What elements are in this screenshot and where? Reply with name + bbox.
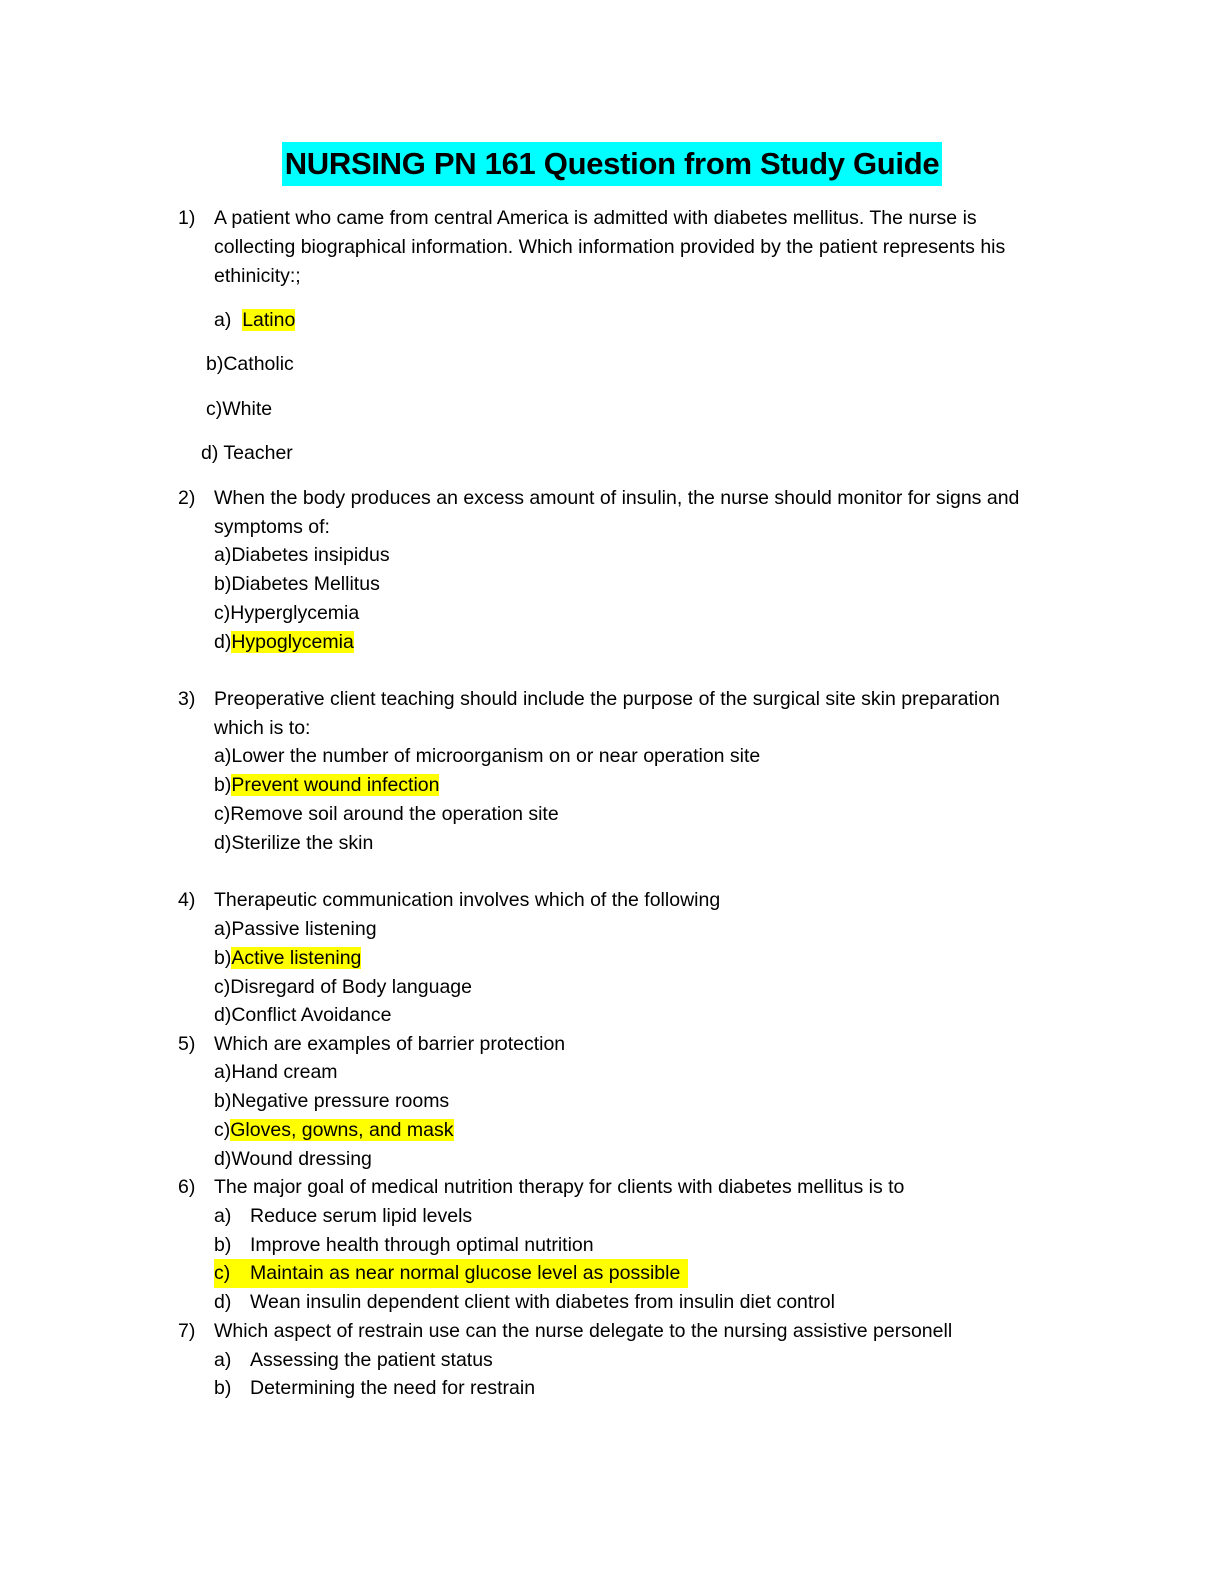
option-text: Lower the number of microorganism on or … [231, 745, 761, 767]
option-text: White [222, 398, 273, 420]
answer-option: d) Teacher [201, 439, 293, 468]
question-text-line: Preoperative client teaching should incl… [214, 688, 1000, 710]
answer-option: b)Diabetes Mellitus [214, 570, 380, 599]
option-prefix: c) [214, 803, 231, 825]
question-number: 3) [178, 688, 196, 710]
answer-option: c)White [206, 395, 272, 424]
option-prefix: a) [214, 309, 243, 331]
answer-option: c)Disregard of Body language [214, 973, 472, 1002]
option-text: Wound dressing [231, 1148, 372, 1170]
option-prefix: a) [214, 1349, 232, 1371]
answer-option: b)Prevent wound infection [214, 771, 440, 800]
question-number: 2) [178, 487, 196, 509]
option-prefix: c) [214, 1262, 231, 1284]
option-text: Passive listening [231, 918, 377, 940]
answer-option: c)Remove soil around the operation site [214, 800, 559, 829]
option-prefix: d) [214, 1004, 232, 1026]
page-title: NURSING PN 161 Question from Study Guide [0, 142, 1224, 186]
option-text: Negative pressure rooms [231, 1090, 450, 1112]
option-text: Reduce serum lipid levels [250, 1205, 473, 1227]
option-prefix: a) [214, 918, 232, 940]
answer-option: d)Sterilize the skin [214, 829, 373, 858]
question-number: 6) [178, 1176, 196, 1198]
option-prefix: d) [201, 442, 224, 464]
question-text-line: When the body produces an excess amount … [214, 487, 1020, 509]
answer-option: a)Hand cream [214, 1058, 338, 1087]
option-prefix: b) [214, 1234, 232, 1256]
question-number: 1) [178, 207, 196, 229]
question-text-line: ethinicity:; [214, 265, 301, 287]
option-text: Assessing the patient status [250, 1349, 493, 1371]
option-prefix: d) [214, 631, 232, 653]
option-prefix: a) [214, 745, 232, 767]
option-text: Catholic [223, 353, 294, 375]
option-text: Remove soil around the operation site [230, 803, 559, 825]
option-text: Maintain as near normal glucose level as… [250, 1262, 681, 1284]
option-prefix: c) [214, 1119, 231, 1141]
question-text-line: Which aspect of restrain use can the nur… [214, 1320, 953, 1342]
question-number: 5) [178, 1033, 196, 1055]
correct-answer-highlight [214, 1259, 688, 1288]
answer-option: b)Negative pressure rooms [214, 1087, 449, 1116]
option-text: Sterilize the skin [231, 832, 374, 854]
option-prefix: c) [206, 398, 223, 420]
option-text: Hand cream [231, 1061, 338, 1083]
option-text: Diabetes insipidus [231, 544, 390, 566]
option-text: Diabetes Mellitus [231, 573, 380, 595]
option-text: Improve health through optimal nutrition [250, 1234, 594, 1256]
correct-answer-highlight: Prevent wound infection [231, 774, 440, 796]
option-prefix: d) [214, 1148, 232, 1170]
question-text-line: A patient who came from central America … [214, 207, 977, 229]
option-text: Conflict Avoidance [231, 1004, 392, 1026]
option-prefix: a) [214, 544, 232, 566]
answer-option: b)Active listening [214, 944, 362, 973]
option-prefix: a) [214, 1205, 232, 1227]
option-text: Wean insulin dependent client with diabe… [250, 1291, 835, 1313]
question-text-line: Therapeutic communication involves which… [214, 889, 721, 911]
correct-answer-highlight: Active listening [231, 947, 362, 969]
option-text: Disregard of Body language [230, 976, 472, 998]
question-number: 7) [178, 1320, 196, 1342]
correct-answer-highlight: Latino [242, 309, 296, 331]
option-prefix: d) [214, 832, 232, 854]
answer-option: c)Gloves, gowns, and mask [214, 1116, 454, 1145]
answer-option: a)Passive listening [214, 915, 377, 944]
option-prefix: c) [214, 976, 231, 998]
answer-option: a)Lower the number of microorganism on o… [214, 742, 760, 771]
answer-option: d)Conflict Avoidance [214, 1001, 391, 1030]
option-prefix: a) [214, 1061, 232, 1083]
option-prefix: b) [214, 573, 232, 595]
option-text: Determining the need for restrain [250, 1377, 536, 1399]
question-text-line: collecting biographical information. Whi… [214, 236, 1006, 258]
correct-answer-highlight: Gloves, gowns, and mask [230, 1119, 454, 1141]
question-text-line: symptoms of: [214, 516, 330, 538]
answer-option: a)Diabetes insipidus [214, 541, 390, 570]
option-prefix: b) [214, 774, 232, 796]
answer-option: d)Wound dressing [214, 1145, 372, 1174]
question-text-line: Which are examples of barrier protection [214, 1033, 566, 1055]
option-prefix: b) [214, 947, 232, 969]
answer-option: b)Catholic [206, 350, 294, 379]
page-title-text: NURSING PN 161 Question from Study Guide [281, 142, 943, 186]
answer-option: a) Latino [214, 306, 296, 335]
option-prefix: c) [214, 602, 231, 624]
option-text: Teacher [223, 442, 293, 464]
question-number: 4) [178, 889, 196, 911]
question-text-line: which is to: [214, 717, 311, 739]
option-prefix: d) [214, 1291, 232, 1313]
option-prefix: b) [206, 353, 224, 375]
correct-answer-highlight: Hypoglycemia [231, 631, 354, 653]
answer-option: d)Hypoglycemia [214, 628, 354, 657]
option-prefix: b) [214, 1377, 232, 1399]
option-text: Hyperglycemia [230, 602, 360, 624]
option-prefix: b) [214, 1090, 232, 1112]
answer-option: c)Hyperglycemia [214, 599, 359, 628]
question-text-line: The major goal of medical nutrition ther… [214, 1176, 905, 1198]
